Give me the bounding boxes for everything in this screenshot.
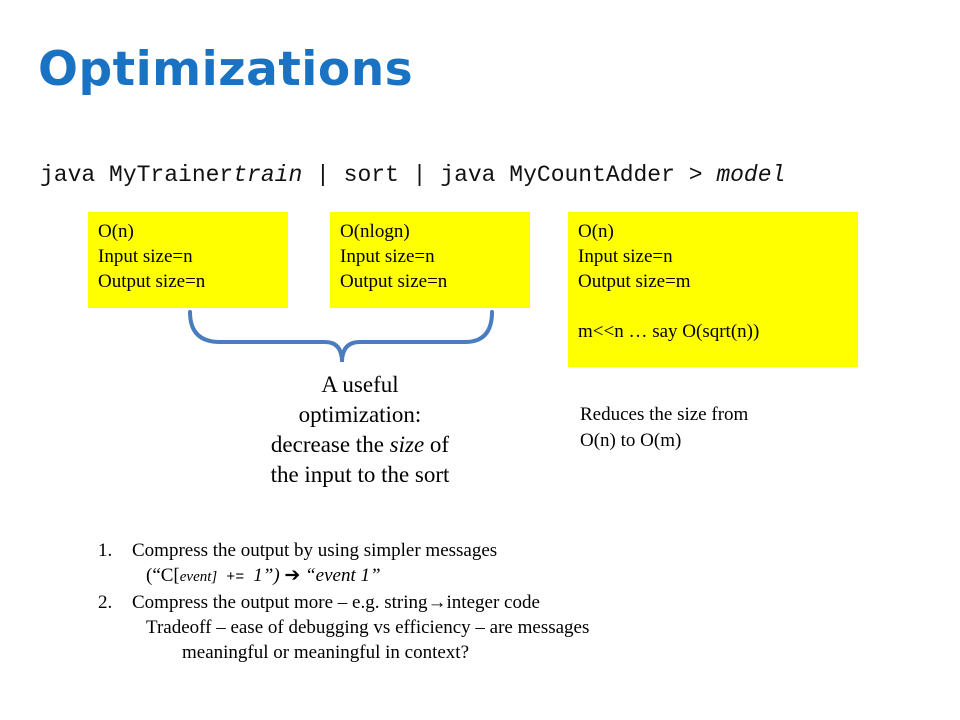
box-complexity: O(n): [98, 221, 134, 242]
example-open: (“C[: [146, 565, 180, 586]
list-number: 2.: [98, 592, 113, 613]
annotation-line-4: the input to the sort: [270, 462, 450, 487]
list-item-1: 1. Compress the output by using simpler m…: [98, 538, 589, 563]
tradeoff-line-1: Tradeoff – ease of debugging vs efficien…: [146, 617, 590, 638]
box-input-size: Input size=n: [98, 246, 193, 267]
reduction-note: Reduces the size from O(n) to O(m): [580, 402, 748, 454]
annotation-line-2: optimization:: [298, 402, 422, 427]
sort-complexity-box: O(nlogn) Input size=n Output size=n: [330, 212, 530, 308]
command-part-trainer: java MyTrainer: [40, 162, 234, 188]
annotation-text: of: [424, 432, 450, 457]
brace-annotation: A useful optimization: decrease the size…: [230, 370, 490, 490]
reduction-line-2: O(n) to O(m): [580, 430, 682, 451]
list-number: 1.: [98, 540, 113, 561]
command-part-pipe: | sort | java MyCountAdder >: [302, 162, 717, 188]
list-item-text: Compress the output more – e.g. string: [132, 592, 428, 613]
annotation-emphasis-size: size: [389, 432, 425, 457]
command-line: java MyTrainertrain | sort | java MyCoun…: [40, 162, 785, 188]
example-result: “event 1”: [300, 565, 381, 586]
box-input-size: Input size=n: [578, 246, 673, 267]
slide-title: Optimizations: [38, 42, 414, 97]
list-item-1-example: (“C[event] += 1”) ➔ “event 1”: [98, 563, 589, 590]
box-output-size: Output size=n: [98, 271, 206, 292]
box-complexity: O(n): [578, 221, 614, 242]
trainer-complexity-box: O(n) Input size=n Output size=n: [88, 212, 288, 308]
box-note: m<<n … say O(sqrt(n)): [578, 321, 760, 342]
arrow-right-icon: →: [427, 592, 447, 613]
count-adder-complexity-box: O(n) Input size=n Output size=m m<<n … s…: [568, 212, 858, 367]
box-output-size: Output size=m: [578, 271, 691, 292]
box-output-size: Output size=n: [340, 271, 448, 292]
example-event-var: event]: [179, 569, 218, 585]
box-complexity: O(nlogn): [340, 221, 410, 242]
annotation-line-1: A useful: [321, 372, 399, 397]
box-input-size: Input size=n: [340, 246, 435, 267]
example-operator: +=: [217, 569, 254, 586]
brace-path: [188, 310, 494, 363]
arrow-right-icon: ➔: [284, 565, 301, 586]
annotation-line-3: decrease the size of: [230, 430, 490, 460]
example-value: 1”): [253, 565, 285, 586]
list-item-text: integer code: [446, 592, 540, 613]
annotation-text: decrease the: [270, 432, 390, 457]
reduction-line-1: Reduces the size from: [580, 404, 749, 425]
list-item-2: 2. Compress the output more – e.g. string…: [98, 590, 589, 615]
list-item-text: Compress the output by using simpler mes…: [132, 540, 498, 561]
command-part-train: train: [233, 162, 303, 188]
optimization-list: 1. Compress the output by using simpler m…: [98, 538, 589, 665]
command-part-model: model: [716, 162, 786, 188]
tradeoff-line-2: meaningful or meaningful in context?: [182, 642, 470, 663]
